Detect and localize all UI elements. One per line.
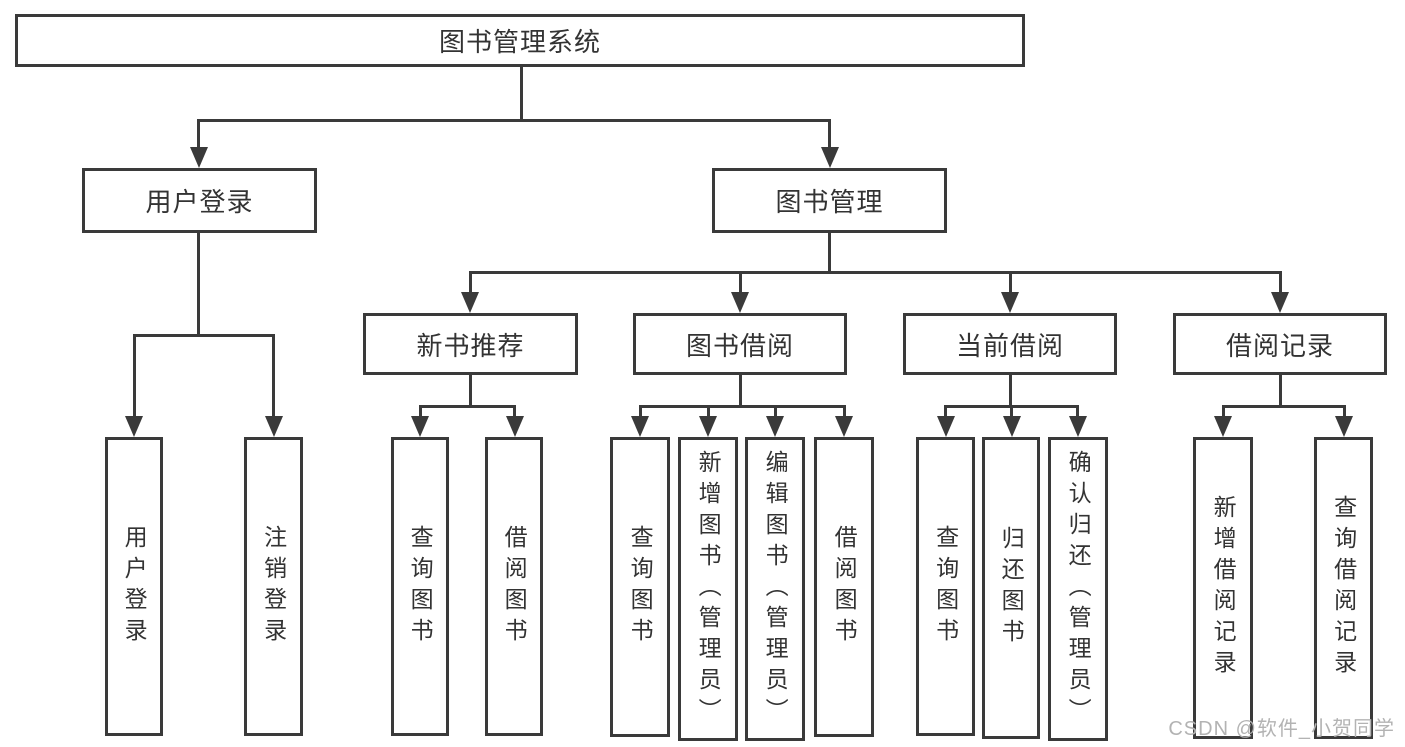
arrowhead-down-icon <box>1001 292 1019 313</box>
arrowhead-down-icon <box>937 416 955 437</box>
arrowhead-down-icon <box>1335 416 1353 437</box>
connector-arrow-stem <box>272 334 275 417</box>
arrowhead-down-icon <box>125 416 143 437</box>
connector-arrow-stem <box>419 405 422 417</box>
connector-book-mgmt-branch <box>469 271 1281 274</box>
connector-arrow-stem <box>1010 405 1013 417</box>
leaf-user-login: 用户登录 <box>105 437 163 736</box>
leaf-label: 查询图书 <box>407 524 434 649</box>
arrowhead-down-icon <box>1069 416 1087 437</box>
connector-group-branch <box>639 405 845 408</box>
connector-arrow-stem <box>739 271 742 292</box>
arrowhead-down-icon <box>506 416 524 437</box>
connector-arrow-stem <box>1279 271 1282 292</box>
arrowhead-down-icon <box>190 147 208 168</box>
arrowhead-down-icon <box>265 416 283 437</box>
connector-arrow-stem <box>1076 405 1079 417</box>
leaf-nbr-query-books: 查询图书 <box>391 437 449 736</box>
connector-user-login-branch <box>133 334 275 337</box>
leaf-bb-borrow-books: 借阅图书 <box>814 437 874 737</box>
leaf-label: 新增借阅记录 <box>1210 495 1237 681</box>
connector-arrow-stem <box>1222 405 1225 417</box>
leaf-logout: 注销登录 <box>244 437 303 736</box>
leaf-br-add-borrow-record: 新增借阅记录 <box>1193 437 1253 739</box>
arrowhead-down-icon <box>766 416 784 437</box>
leaf-label: 新增图书（管理员） <box>695 449 722 729</box>
leaf-label: 查询借阅记录 <box>1330 495 1357 681</box>
connector-group-branch <box>1222 405 1345 408</box>
connector-arrow-stem <box>828 119 831 148</box>
leaf-bb-query-books: 查询图书 <box>610 437 670 737</box>
leaf-br-query-borrow-record: 查询借阅记录 <box>1314 437 1373 739</box>
node-label: 图书管理 <box>775 187 884 217</box>
arrowhead-down-icon <box>461 292 479 313</box>
leaf-label: 借阅图书 <box>831 525 858 649</box>
arrowhead-down-icon <box>731 292 749 313</box>
node-label: 用户登录 <box>145 187 254 217</box>
arrowhead-down-icon <box>1003 416 1021 437</box>
connector-arrow-stem <box>774 405 777 417</box>
leaf-label: 注销登录 <box>260 524 287 649</box>
arrowhead-down-icon <box>1214 416 1232 437</box>
connector-root-branch <box>197 119 831 122</box>
connector-user-login-stem <box>197 231 200 337</box>
leaf-bb-edit-books-admin: 编辑图书（管理员） <box>745 437 805 741</box>
leaf-label: 查询图书 <box>932 524 959 649</box>
leaf-nbr-borrow-books: 借阅图书 <box>485 437 543 736</box>
connector-arrow-stem <box>513 405 516 417</box>
connector-group-stem <box>469 373 472 408</box>
node-label: 图书借阅 <box>685 330 794 361</box>
leaf-label: 用户登录 <box>121 524 148 649</box>
node-label: 图书管理系统 <box>438 27 601 57</box>
arrowhead-down-icon <box>1271 292 1289 313</box>
node-user-login: 用户登录 <box>82 168 317 233</box>
node-label: 当前借阅 <box>955 330 1064 361</box>
leaf-label: 借阅图书 <box>501 524 528 649</box>
connector-arrow-stem <box>1343 405 1346 417</box>
leaf-cb-return-books: 归还图书 <box>982 437 1040 739</box>
connector-arrow-stem <box>1009 271 1012 292</box>
connector-arrow-stem <box>133 334 136 417</box>
connector-group-branch <box>419 405 516 408</box>
connector-arrow-stem <box>469 271 472 292</box>
leaf-bb-add-books-admin: 新增图书（管理员） <box>678 437 738 741</box>
connector-arrow-stem <box>944 405 947 417</box>
node-label: 借阅记录 <box>1225 330 1334 361</box>
node-book-borrowing: 图书借阅 <box>633 313 847 375</box>
connector-book-mgmt-stem <box>828 231 831 274</box>
leaf-cb-query-books: 查询图书 <box>916 437 975 736</box>
arrowhead-down-icon <box>411 416 429 437</box>
node-label: 新书推荐 <box>416 330 525 361</box>
connector-arrow-stem <box>707 405 710 417</box>
arrowhead-down-icon <box>835 416 853 437</box>
leaf-label: 归还图书 <box>998 526 1025 650</box>
connector-arrow-stem <box>639 405 642 417</box>
watermark: CSDN @软件_小贺同学 <box>1168 718 1395 740</box>
connector-root-stem <box>520 65 523 121</box>
connector-arrow-stem <box>843 405 846 417</box>
node-book-management: 图书管理 <box>712 168 947 233</box>
connector-group-stem <box>1279 373 1282 408</box>
connector-group-stem <box>739 373 742 408</box>
node-current-borrowing: 当前借阅 <box>903 313 1117 375</box>
connector-group-stem <box>1009 373 1012 408</box>
leaf-label: 查询图书 <box>627 525 654 649</box>
connector-arrow-stem <box>197 119 200 148</box>
arrowhead-down-icon <box>821 147 839 168</box>
arrowhead-down-icon <box>631 416 649 437</box>
leaf-label: 编辑图书（管理员） <box>762 449 789 729</box>
node-system-root: 图书管理系统 <box>15 14 1025 67</box>
leaf-label: 确认归还（管理员） <box>1065 449 1092 729</box>
node-new-book-recommend: 新书推荐 <box>363 313 578 375</box>
arrowhead-down-icon <box>699 416 717 437</box>
leaf-cb-confirm-return-admin: 确认归还（管理员） <box>1048 437 1108 741</box>
node-borrowing-records: 借阅记录 <box>1173 313 1387 375</box>
